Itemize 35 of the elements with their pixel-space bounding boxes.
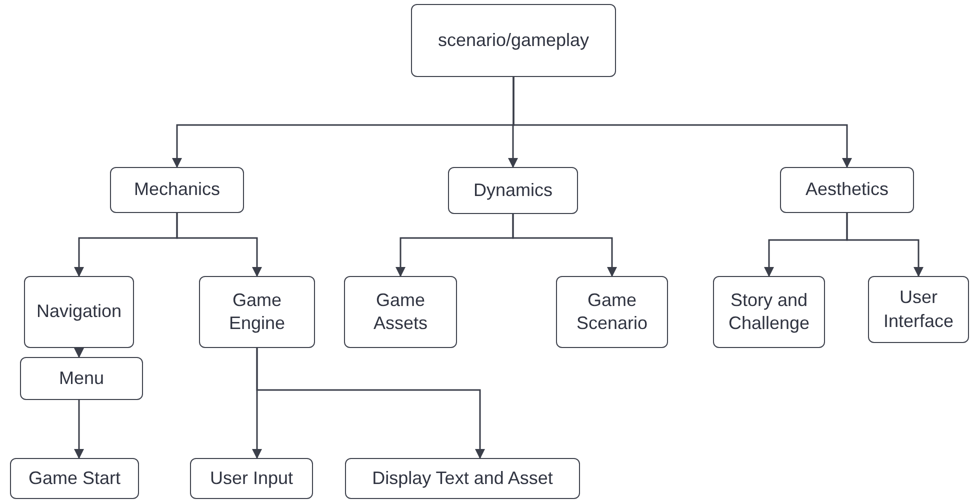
arrow (512, 77, 852, 168)
process-box (780, 167, 914, 213)
arrow (74, 348, 84, 358)
box-label: Navigation (36, 300, 122, 324)
process-box (344, 276, 457, 348)
process-box (110, 167, 244, 213)
box-label: Mechanics (134, 178, 220, 202)
arrow (176, 213, 262, 277)
process-box (448, 167, 578, 214)
box-label: scenario/gameplay (438, 28, 590, 52)
box-label: Display Text and Asset (372, 466, 553, 490)
arrow (846, 213, 924, 277)
box-label: Dynamics (473, 178, 552, 202)
process-box (10, 458, 139, 499)
box-label: Game Assets (372, 288, 429, 335)
arrow (74, 400, 84, 459)
arrow (256, 348, 485, 459)
process-box (411, 4, 616, 77)
process-box (190, 458, 313, 499)
box-label: Game Engine (228, 288, 286, 335)
process-box (20, 357, 143, 400)
box-label: User Input (210, 466, 294, 490)
process-box (713, 276, 825, 348)
process-box (868, 276, 969, 343)
box-label: Story and Challenge (727, 288, 811, 335)
process-box (556, 276, 668, 348)
box-label: Game Scenario (575, 288, 649, 335)
box-label: Aesthetics (805, 178, 889, 202)
arrow (512, 214, 617, 277)
process-box (345, 458, 580, 499)
box-label: Menu (58, 366, 104, 390)
process-box (199, 276, 315, 348)
process-box (24, 276, 134, 348)
box-label: Game Start (28, 466, 121, 490)
box-label: User Interface (882, 286, 955, 332)
